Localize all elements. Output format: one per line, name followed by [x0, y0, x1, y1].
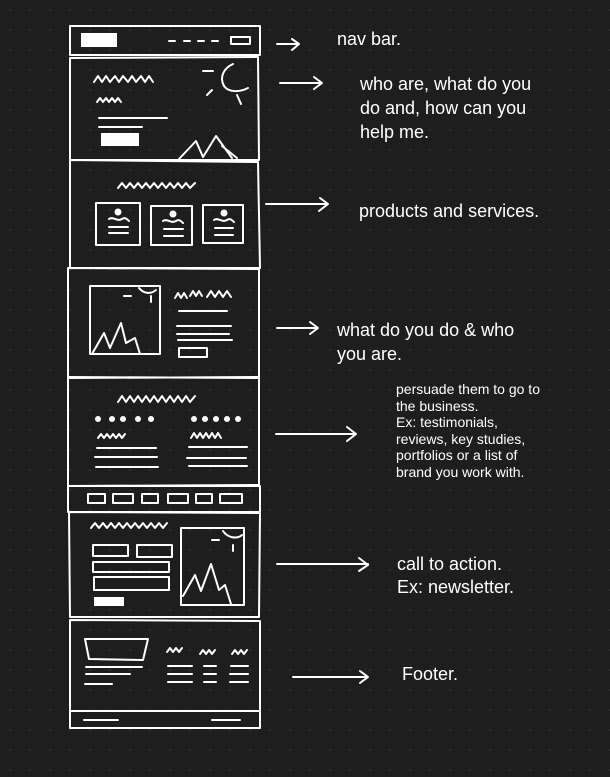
rating-stars-right [191, 416, 241, 422]
cta-input-4 [93, 576, 170, 591]
cta-input-3 [92, 561, 170, 573]
about-sun-icon [123, 287, 157, 303]
cta-input-2 [136, 544, 173, 558]
about-section [67, 267, 260, 379]
hero-section [69, 56, 260, 161]
nav-bar-label: nav bar. [337, 29, 402, 49]
hero-cta-button [101, 133, 139, 146]
footer-col-3 [229, 649, 249, 683]
arrow-testimonials [275, 426, 357, 442]
about-heading-scribble [174, 290, 232, 299]
cta-input-1 [92, 544, 129, 557]
testimonials-section [67, 376, 260, 487]
hero-label: who are, what do you do and, how can you… [360, 74, 532, 142]
cta-submit-button [94, 597, 124, 606]
rating-stars-left [95, 416, 154, 422]
annotation-arrows [265, 38, 369, 684]
cta-label: call to action. Ex: newsletter. [397, 554, 515, 597]
cta-section [68, 511, 261, 618]
cta-image-frame [180, 527, 245, 606]
arrow-products [265, 197, 329, 212]
mountain-icon [178, 135, 238, 160]
nav-bar-section [69, 25, 261, 56]
hero-heading-scribble [93, 75, 154, 83]
footer-col-1 [166, 647, 193, 683]
footer-logo-box [84, 638, 149, 661]
arrow-hero [279, 76, 323, 90]
footer-label: Footer. [402, 664, 459, 684]
about-image-frame [89, 285, 161, 355]
about-mountain-icon [91, 322, 141, 355]
logo-block [81, 33, 117, 47]
arrow-cta [276, 557, 369, 572]
about-button [178, 347, 208, 358]
footer-section [69, 619, 261, 729]
products-heading-scribble [117, 182, 196, 189]
testimonials-label: persuade them to go to the business. Ex:… [396, 381, 540, 480]
cta-sun-icon [211, 530, 243, 552]
product-card-3 [202, 204, 244, 244]
product-card-1 [95, 202, 141, 246]
nav-button [230, 36, 251, 45]
arrow-nav [276, 38, 300, 51]
arrow-about [276, 321, 319, 335]
hero-subheading-scribble [96, 97, 122, 103]
cta-heading-scribble [90, 522, 168, 529]
sun-icon [202, 63, 249, 105]
arrow-footer [292, 670, 369, 684]
products-section [69, 159, 261, 269]
about-label: what do you do & who you are. [337, 320, 515, 364]
brand-logos-strip [67, 485, 261, 513]
cta-mountain-icon [182, 563, 232, 605]
products-label: products and services. [359, 201, 540, 221]
testimonials-heading-scribble [117, 395, 196, 403]
footer-col-2 [199, 649, 217, 683]
product-card-2 [150, 205, 193, 246]
